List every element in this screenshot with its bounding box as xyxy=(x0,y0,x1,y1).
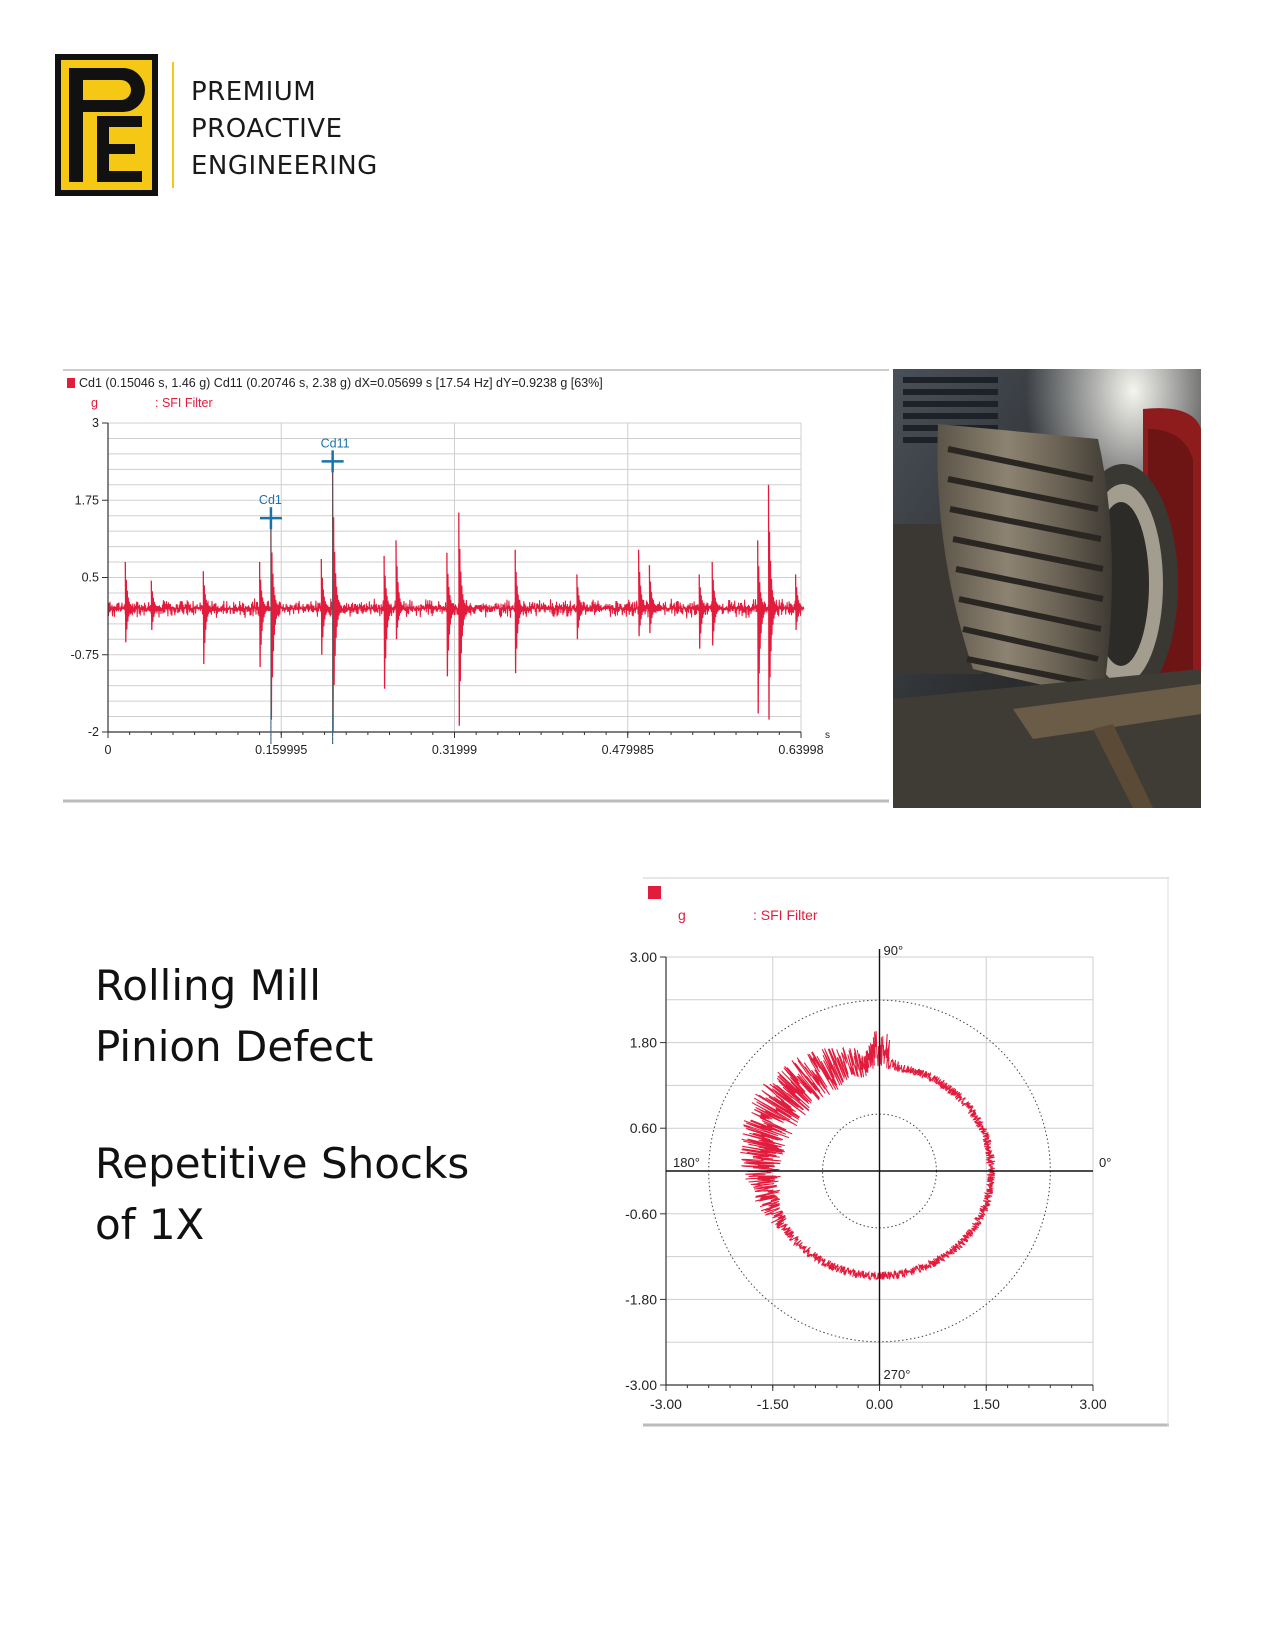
waveform-chart-panel: Cd1 (0.15046 s, 1.46 g) Cd11 (0.20746 s,… xyxy=(63,369,889,803)
x-tick-label: 0.63998 xyxy=(778,743,823,757)
x-tick-label: 0.31999 xyxy=(432,743,477,757)
x-unit-label: s xyxy=(825,730,830,741)
cursor-label: Cd11 xyxy=(321,436,350,450)
axes: 3 1.75 0.5 -0.75 -2 0 0.159995 0.31999 0.479985 0… xyxy=(71,416,831,757)
x-tick-label: 0.479985 xyxy=(602,743,654,757)
impact-burst xyxy=(767,484,778,720)
impact-burst xyxy=(794,574,805,631)
orbit-chart-panel: g : SFI Filter 3.00 1.80 0.60 -0.60 -1.80 -3.… xyxy=(625,877,1169,1427)
impact-burst xyxy=(150,580,161,631)
title-line-1: Rolling Mill xyxy=(95,961,321,1010)
impact-burst xyxy=(320,558,331,655)
cursors[interactable]: Cd1 Cd11 xyxy=(259,436,350,744)
impact-burst xyxy=(458,512,468,726)
signal-noise xyxy=(107,598,802,619)
impact-burst xyxy=(331,461,342,733)
impact-burst xyxy=(711,561,722,646)
cursor-readout: Cd1 (0.15046 s, 1.46 g) Cd11 (0.20746 s,… xyxy=(79,376,603,390)
company-line-1: PREMIUM xyxy=(191,77,317,107)
axes: 3.00 1.80 0.60 -0.60 -1.80 -3.00 -3.00 -1.50 0.0… xyxy=(625,943,1111,1412)
impact-burst xyxy=(258,561,269,668)
y-tick-label: 0.5 xyxy=(82,571,99,585)
company-line-3: ENGINEERING xyxy=(191,151,378,181)
filter-label: : SFI Filter xyxy=(155,396,213,410)
y-tick-label: -0.75 xyxy=(71,648,100,662)
impact-burst xyxy=(395,540,405,640)
x-tick-label: -1.50 xyxy=(757,1396,789,1412)
series-color-swatch xyxy=(648,886,661,899)
y-tick-label: 1.80 xyxy=(630,1035,657,1051)
x-tick-label: -3.00 xyxy=(650,1396,682,1412)
impact-burst xyxy=(383,555,394,689)
angle-label: 90° xyxy=(884,943,904,958)
y-tick-label: 1.75 xyxy=(75,493,99,507)
subtitle-line-2: of 1X xyxy=(95,1200,205,1249)
y-tick-label: -3.00 xyxy=(625,1377,657,1393)
logo-divider xyxy=(172,62,174,188)
y-tick-label: -1.80 xyxy=(625,1291,657,1307)
x-tick-label: 1.50 xyxy=(973,1396,1000,1412)
company-name: PREMIUM PROACTIVE ENGINEERING xyxy=(191,74,378,185)
impact-burst xyxy=(124,561,135,643)
x-tick-label: 0 xyxy=(105,743,112,757)
waveform-chart: Cd1 (0.15046 s, 1.46 g) Cd11 (0.20746 s,… xyxy=(63,369,889,803)
filter-label: : SFI Filter xyxy=(753,907,818,923)
x-tick-label: 0.159995 xyxy=(255,743,307,757)
y-tick-label: 3 xyxy=(92,416,99,430)
gear-pinion-photo-icon xyxy=(893,369,1201,808)
angle-label: 0° xyxy=(1099,1155,1111,1170)
company-line-2: PROACTIVE xyxy=(191,114,343,144)
impact-burst xyxy=(514,549,525,674)
signal-trace xyxy=(107,461,805,733)
pinion-photo xyxy=(893,369,1201,808)
impact-burst xyxy=(698,574,709,649)
impact-burst xyxy=(648,565,659,634)
orbit-chart: g : SFI Filter 3.00 1.80 0.60 -0.60 -1.80 -3.… xyxy=(625,877,1169,1427)
impact-burst xyxy=(446,552,456,677)
series-color-swatch xyxy=(67,378,75,388)
pe-logo-icon xyxy=(55,54,158,196)
cursor-label: Cd1 xyxy=(259,493,282,507)
y-tick-label: 0.60 xyxy=(630,1120,657,1136)
impact-burst xyxy=(576,574,586,640)
y-tick-label: -0.60 xyxy=(625,1206,657,1222)
title-line-2: Pinion Defect xyxy=(95,1022,374,1071)
unit-label: g xyxy=(91,396,98,410)
chart-background xyxy=(643,877,1169,1427)
subtitle-line-1: Repetitive Shocks xyxy=(95,1139,470,1188)
impact-burst xyxy=(202,571,213,665)
x-tick-label: 3.00 xyxy=(1079,1396,1106,1412)
chart-background xyxy=(63,369,889,803)
company-logo xyxy=(55,54,158,196)
impact-burst xyxy=(270,518,280,720)
slide-title: Rolling Mill Pinion Defect Repetitive Sh… xyxy=(95,955,469,1255)
y-tick-label: -2 xyxy=(88,725,99,739)
angle-label: 180° xyxy=(673,1155,700,1170)
grid xyxy=(107,422,802,733)
x-tick-label: 0.00 xyxy=(866,1396,893,1412)
impact-burst xyxy=(757,540,767,714)
angle-label: 270° xyxy=(884,1367,911,1382)
y-tick-label: 3.00 xyxy=(630,949,657,965)
unit-label: g xyxy=(678,907,686,923)
impact-burst xyxy=(637,549,648,637)
